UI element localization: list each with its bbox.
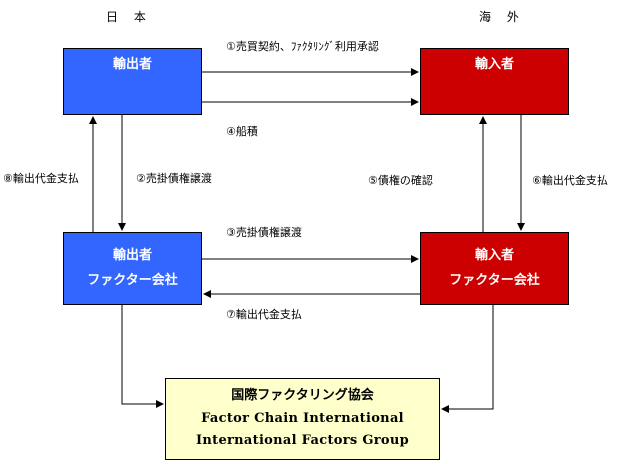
- exporter-label: 輸出者: [112, 57, 152, 72]
- region-japan-label: 日 本: [106, 10, 152, 24]
- step-7-label: ⑦輸出代金支払: [226, 308, 302, 321]
- importer-factor-box: 輸入者 ファクター会社: [420, 232, 569, 305]
- fci-label-jp: 国際ファクタリング協会: [231, 387, 374, 403]
- step-3-label: ③売掛債権譲渡: [226, 226, 302, 239]
- arrow-exporter-factor-to-fci: [121, 305, 164, 408]
- importer-factor-label-2: ファクター会社: [449, 272, 540, 288]
- step-6-label: ⑥輸出代金支払: [532, 174, 608, 187]
- arrow-importer-factor-to-fci: [441, 305, 494, 413]
- region-overseas-label: 海 外: [479, 10, 525, 24]
- fci-box: 国際ファクタリング協会 Factor Chain International I…: [165, 378, 440, 460]
- importer-label: 輸入者: [474, 57, 514, 72]
- step-1-label: ①売買契約、ﾌｧｸﾀﾘﾝｸﾞ利用承認: [226, 40, 379, 53]
- importer-factor-label-1: 輸入者: [474, 247, 514, 263]
- fci-label-en-1: Factor Chain International: [201, 410, 404, 426]
- fci-label-en-2: International Factors Group: [196, 433, 409, 449]
- exporter-factor-label-2: ファクター会社: [87, 272, 178, 288]
- step-2-label: ②売掛債権譲渡: [136, 172, 212, 185]
- exporter-box: 輸出者: [63, 48, 202, 115]
- step-8-label: ⑧輸出代金支払: [3, 172, 79, 185]
- step-5-label: ⑤債権の確認: [368, 174, 433, 187]
- exporter-factor-box: 輸出者 ファクター会社: [63, 232, 202, 305]
- importer-box: 輸入者: [420, 48, 569, 115]
- step-4-label: ④船積: [226, 125, 258, 138]
- exporter-factor-label-1: 輸出者: [112, 247, 152, 263]
